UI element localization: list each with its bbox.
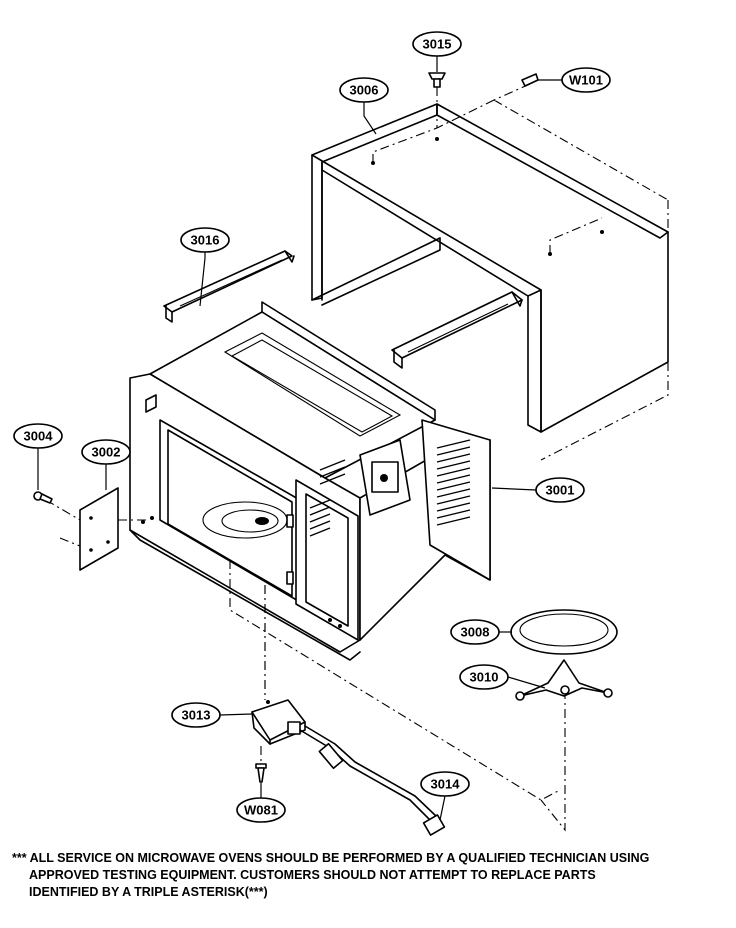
callout-3001: 3001 [535, 477, 585, 503]
svg-text:W101: W101 [569, 73, 603, 88]
oven-cavity-3001 [129, 301, 491, 661]
panel-3002 [79, 487, 119, 571]
callout-3004: 3004 [13, 423, 63, 449]
svg-text:W081: W081 [244, 803, 278, 818]
callout-3016: 3016 [180, 227, 230, 253]
svg-text:3006: 3006 [350, 83, 379, 98]
callout-3015: 3015 [412, 31, 462, 57]
screw-3004 [33, 491, 53, 504]
callout-w101: W101 [561, 67, 611, 93]
roller-3010 [515, 659, 613, 701]
svg-text:3013: 3013 [182, 708, 211, 723]
callout-3010: 3010 [459, 664, 509, 690]
svg-text:3001: 3001 [546, 483, 575, 498]
callout-3002: 3002 [81, 439, 131, 465]
svg-text:3002: 3002 [92, 445, 121, 460]
vent-grille [436, 439, 471, 526]
rail-3016-left [163, 250, 295, 323]
svg-text:3008: 3008 [461, 625, 490, 640]
screw-3015 [428, 72, 446, 88]
callout-3013: 3013 [171, 702, 221, 728]
svg-text:3014: 3014 [431, 777, 461, 792]
svg-text:3004: 3004 [24, 429, 54, 444]
svg-text:3015: 3015 [423, 37, 452, 52]
note-line-1: *** ALL SERVICE ON MICROWAVE OVENS SHOUL… [12, 851, 650, 865]
screw-w081 [255, 763, 267, 783]
rail-right [391, 291, 523, 369]
screw-w101 [521, 73, 539, 87]
note-line-3: IDENTIFIED BY A TRIPLE ASTERISK(***) [29, 885, 268, 899]
harness-3014 [299, 725, 446, 836]
callout-3006: 3006 [339, 77, 389, 103]
callout-w081: W081 [236, 797, 286, 823]
projection-lines-cabinet [436, 83, 669, 461]
latch-mesh [309, 459, 346, 537]
service-warning-note: *** ALL SERVICE ON MICROWAVE OVENS SHOUL… [12, 850, 728, 901]
svg-text:3010: 3010 [470, 670, 499, 685]
note-line-2: APPROVED TESTING EQUIPMENT. CUSTOMERS SH… [29, 868, 596, 882]
motor-3013 [251, 699, 306, 745]
glass-tray-3008 [510, 609, 618, 655]
callout-3014: 3014 [420, 771, 470, 797]
callout-3008: 3008 [450, 619, 500, 645]
svg-text:3016: 3016 [191, 233, 220, 248]
